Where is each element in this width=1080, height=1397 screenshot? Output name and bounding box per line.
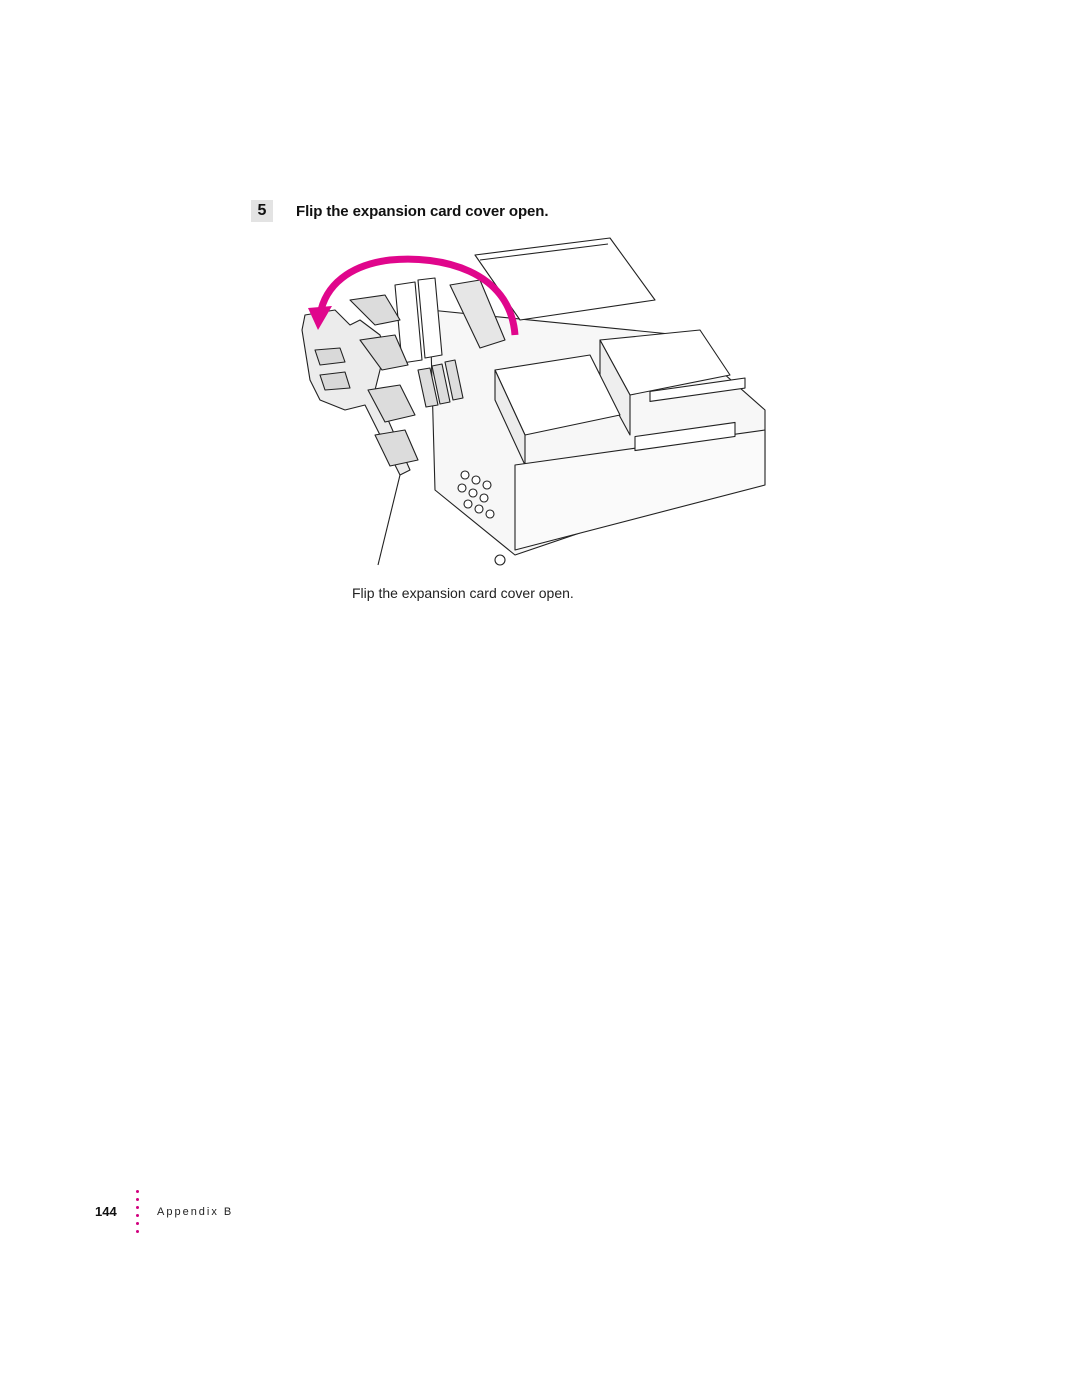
footer-dot-rule — [136, 1190, 140, 1238]
callout-line — [377, 474, 401, 566]
figure-caption: Flip the expansion card cover open. — [352, 585, 574, 601]
vent-holes — [457, 470, 495, 519]
cd-slot — [634, 421, 736, 452]
latch-knob — [494, 554, 506, 566]
step-heading: 5 Flip the expansion card cover open. — [251, 200, 549, 222]
floppy-slot — [649, 377, 746, 402]
rear-panel — [474, 237, 656, 321]
flip-arrow — [316, 255, 519, 336]
flip-arrowhead — [308, 306, 332, 330]
section-name: Appendix B — [157, 1206, 234, 1218]
computer-illustration — [301, 237, 766, 566]
step-instruction: Flip the expansion card cover open. — [296, 202, 549, 220]
card-slots — [417, 359, 464, 408]
page-number: 144 — [95, 1204, 117, 1219]
expansion-cards — [394, 277, 506, 364]
step-number: 5 — [251, 200, 273, 222]
expansion-card-cover — [301, 294, 419, 476]
